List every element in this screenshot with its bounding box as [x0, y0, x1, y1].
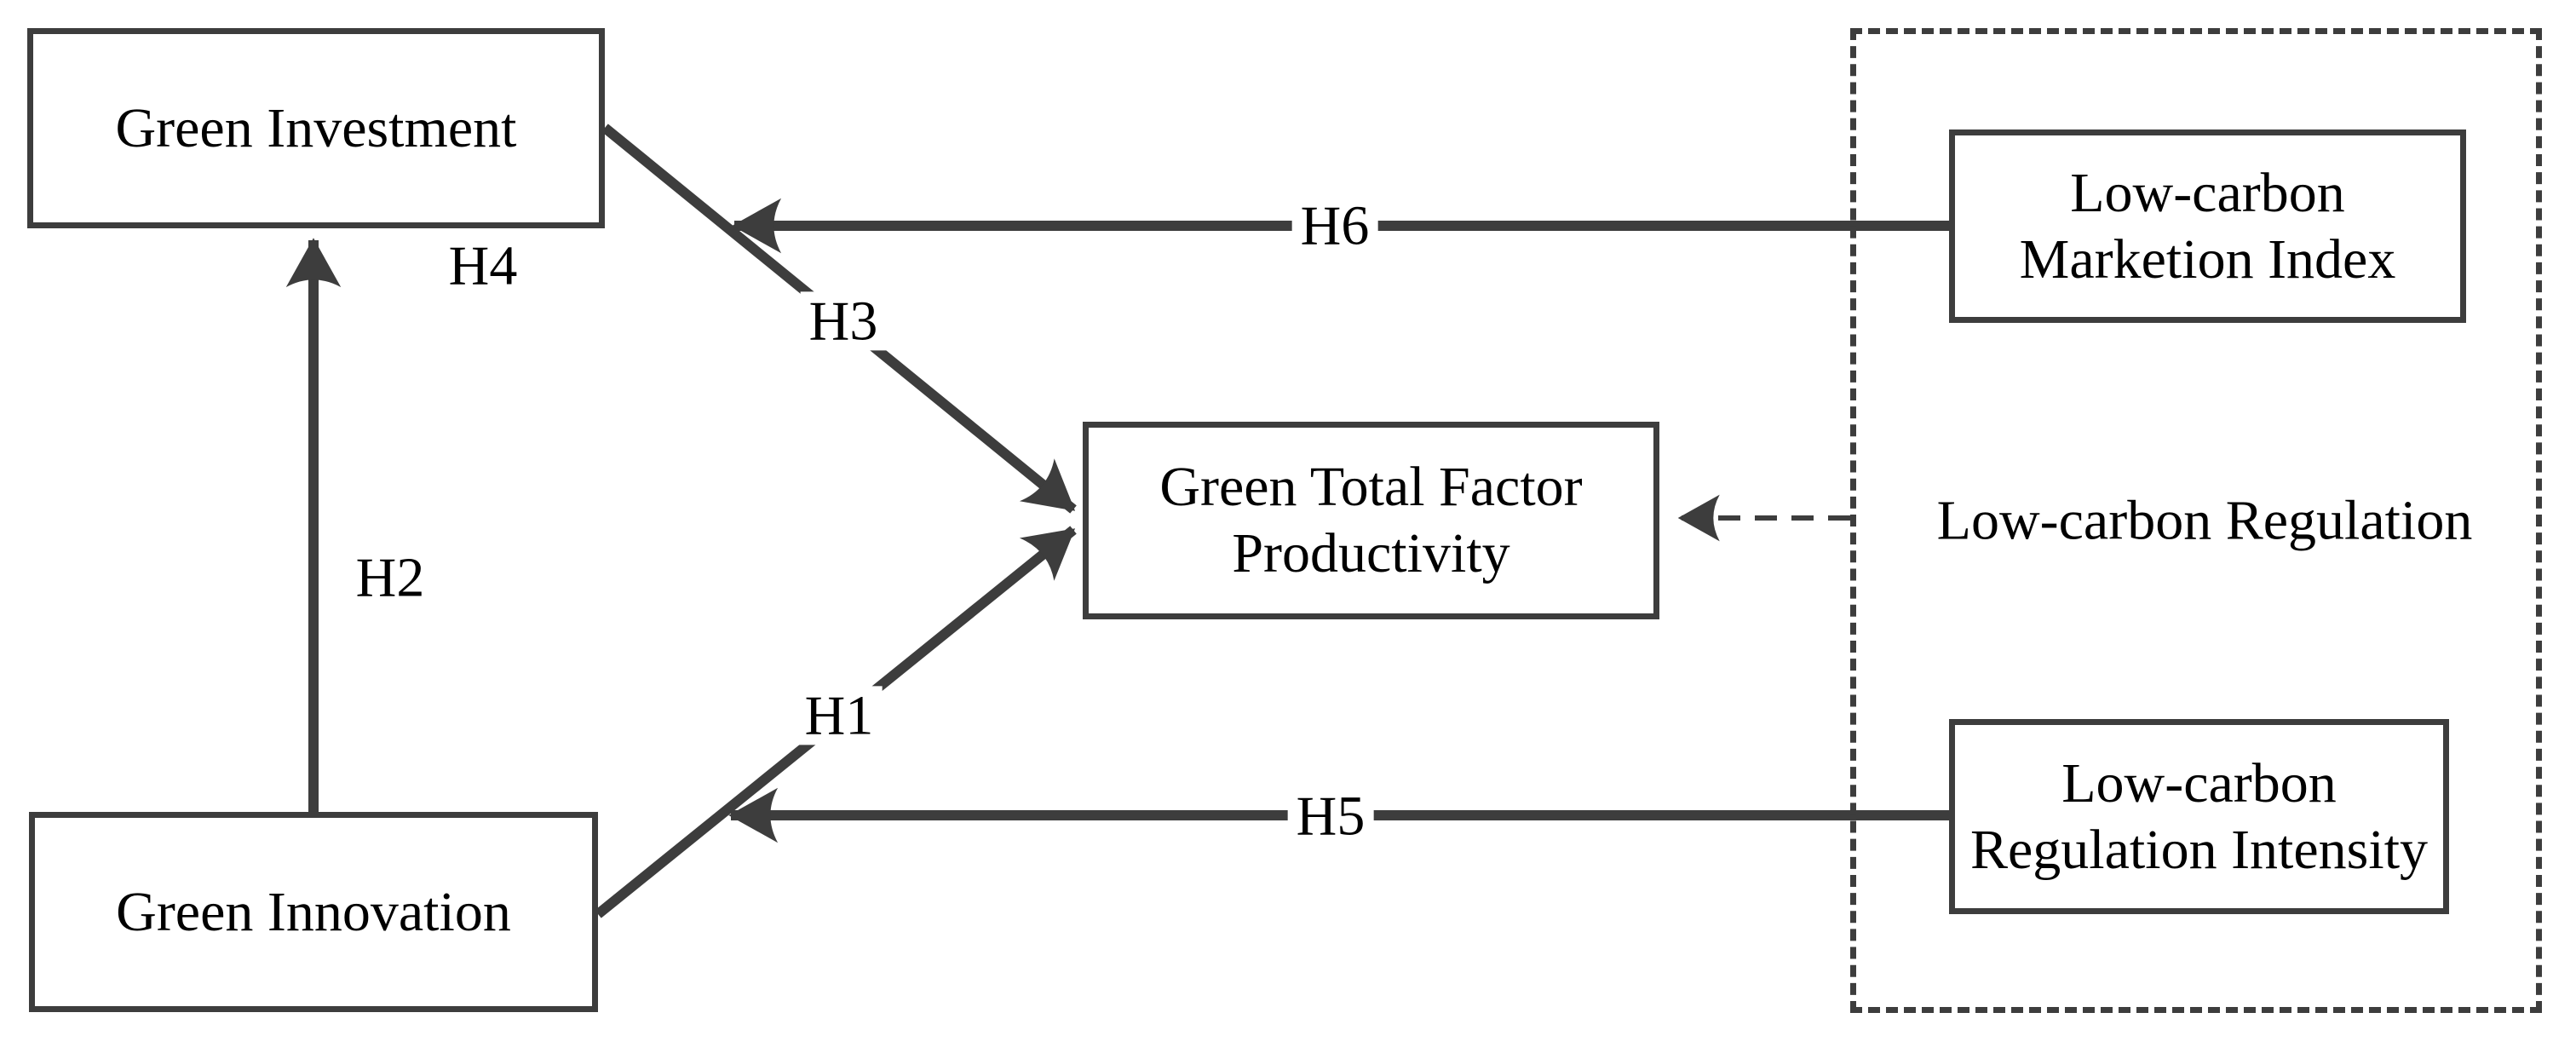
box-green-total-factor-productivity-label: Green Total Factor Productivity [1159, 456, 1583, 584]
label-h6: H6 [1291, 196, 1378, 256]
box-low-carbon-regulation-intensity: Low-carbon Regulation Intensity [1949, 719, 2449, 914]
label-h3: H3 [800, 291, 887, 351]
box-low-carbon-marketion-index: Low-carbon Marketion Index [1949, 129, 2466, 323]
box-green-investment: Green Investment [27, 28, 605, 228]
box-green-investment-label: Green Investment [115, 96, 517, 159]
label-h4: H4 [448, 234, 518, 297]
box-green-innovation-label: Green Innovation [116, 880, 511, 943]
box-green-innovation: Green Innovation [29, 812, 598, 1012]
label-low-carbon-regulation: Low-carbon Regulation [1936, 489, 2473, 552]
low-carbon-regulation-group-frame [1850, 28, 2542, 1013]
box-green-total-factor-productivity: Green Total Factor Productivity [1083, 422, 1659, 619]
box-low-carbon-marketion-index-label: Low-carbon Marketion Index [2019, 161, 2396, 291]
label-h2: H2 [355, 546, 425, 609]
label-h1: H1 [796, 686, 883, 745]
label-h5: H5 [1287, 786, 1374, 846]
box-low-carbon-regulation-intensity-label: Low-carbon Regulation Intensity [1969, 751, 2429, 881]
